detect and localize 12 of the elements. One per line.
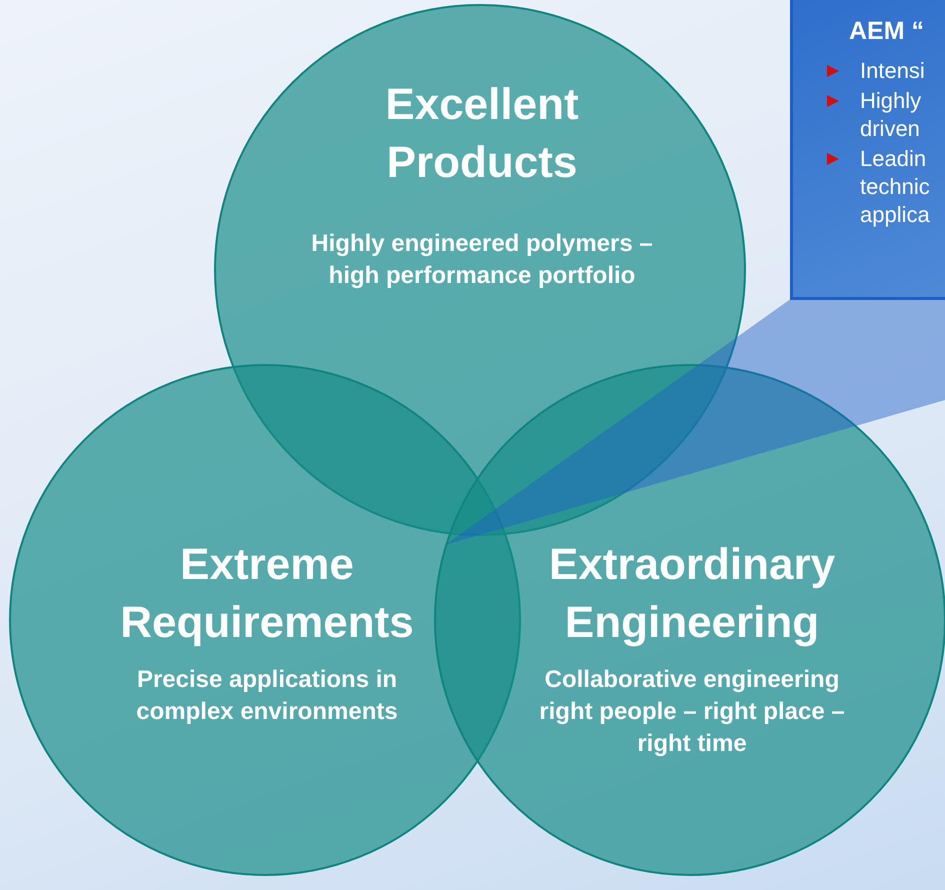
circle-title: Extreme Requirements	[119, 539, 415, 649]
circle-description: Precise applications in complex environments	[135, 665, 399, 727]
circle-title: Excellent Products	[384, 79, 580, 189]
callout-box	[790, 0, 945, 300]
bullet-text: Leadin technic applica	[860, 145, 931, 229]
circle-title: Extraordinary Engineering	[548, 539, 836, 649]
bullet-text: Intensi	[860, 57, 926, 85]
circle-description: Highly engineered polymers – high performance portfolio	[310, 229, 654, 291]
bullet-text: Highly driven	[860, 87, 922, 143]
callout-heading: AEM “	[849, 17, 924, 46]
callout-wedge	[445, 298, 945, 545]
circle-description: Collaborative engineering right people – right place – right time	[538, 665, 846, 759]
